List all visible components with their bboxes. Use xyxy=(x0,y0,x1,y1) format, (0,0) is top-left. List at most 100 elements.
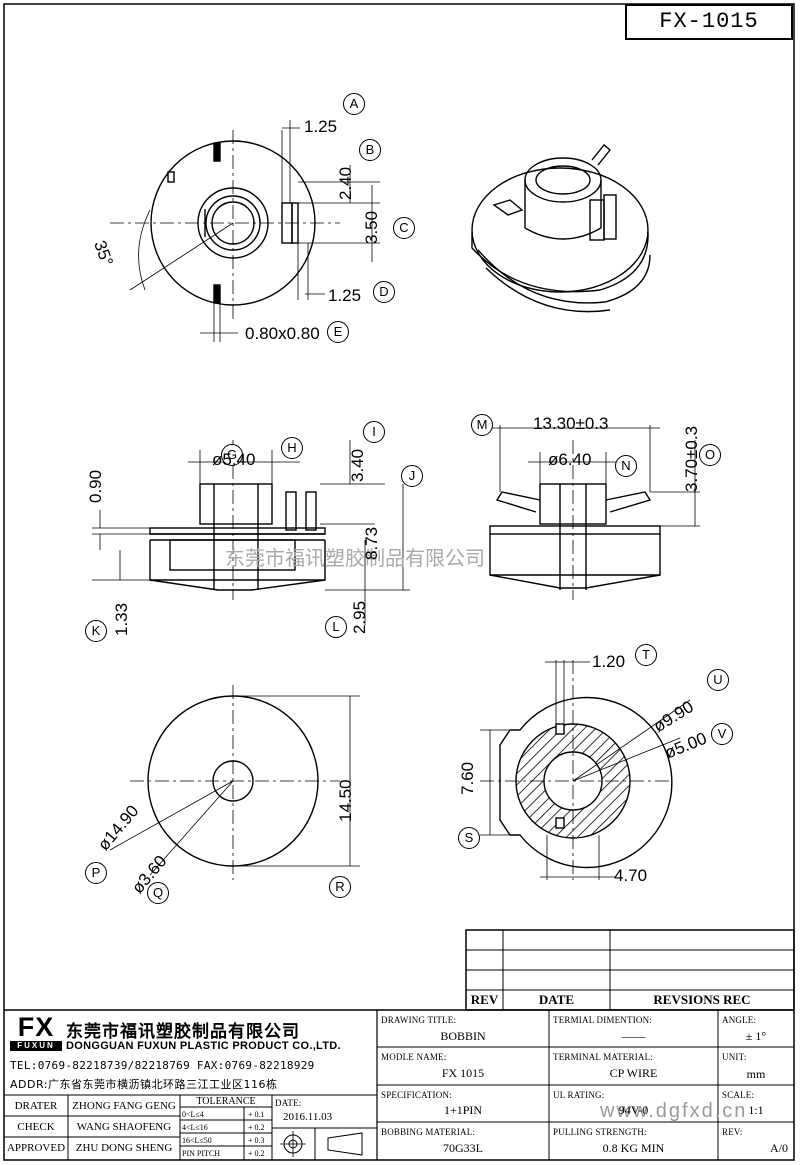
terminal-material-label: TERMINAL MATERIAL: xyxy=(553,1052,654,1062)
angle-label: ANGLE: xyxy=(722,1015,757,1025)
callout-n: N xyxy=(615,455,637,477)
company-name-en: DONGGUAN FUXUN PLASTIC PRODUCT CO.,LTD. xyxy=(66,1040,341,1052)
watermark-url: www.dgfxd.cn xyxy=(600,1100,748,1122)
pulling-strength-label: PULLING STRENGTH: xyxy=(553,1127,647,1137)
model-name-label: MODLE NAME: xyxy=(381,1052,447,1062)
callout-u: U xyxy=(707,669,729,691)
callout-c: C xyxy=(393,217,415,239)
bobbing-material-value: 70G33L xyxy=(443,1141,483,1155)
dim-1-25-bottom: 1.25 xyxy=(328,286,362,305)
callout-v: V xyxy=(711,723,733,745)
callout-d: D xyxy=(373,281,395,303)
callout-p: P xyxy=(85,862,107,884)
drawing-title-value: BOBBIN xyxy=(440,1029,486,1043)
callout-b: B xyxy=(359,139,381,161)
dim-phi-6-40: ø6.40 xyxy=(548,450,592,469)
dim-1-33: 1.33 xyxy=(112,602,131,636)
front-view xyxy=(92,440,410,625)
terminal-dimention-value: —— xyxy=(621,1029,646,1043)
company-tel: TEL:0769-82218739/82218769 FAX:0769-8221… xyxy=(10,1059,315,1072)
callout-k: K xyxy=(85,620,107,642)
date-label: DATE: xyxy=(275,1098,302,1108)
model-name-value: FX 1015 xyxy=(441,1066,485,1080)
dim-4-70: 4.70 xyxy=(614,866,648,885)
drawing-number-box: FX-1015 xyxy=(625,4,793,40)
scale-label: SCALE: xyxy=(722,1090,755,1100)
ul-rating-label: UL RATING: xyxy=(553,1090,605,1100)
tolerance-range-2: 4<L≤16 xyxy=(182,1123,208,1132)
drawing-title-label: DRAWING TITLE: xyxy=(381,1015,457,1025)
callout-g: G xyxy=(221,444,243,466)
tolerance-tol-4: + 0.2 xyxy=(248,1149,265,1158)
bobbing-material-label: BOBBING MATERIAL: xyxy=(381,1127,476,1137)
callout-i: I xyxy=(363,421,385,443)
dim-2-95: 2.95 xyxy=(350,600,369,634)
logo-text: FX xyxy=(17,1012,55,1042)
rev-label: REV: xyxy=(722,1127,743,1137)
ul-rating-value: 94V-0 xyxy=(618,1103,649,1117)
rev-header-date: DATE xyxy=(538,992,575,1007)
dim-14-50: 14.50 xyxy=(336,779,355,822)
callout-m: M xyxy=(471,414,493,436)
tolerance-range-3: 16<L≤50 xyxy=(182,1136,212,1145)
tolerance-tol-1: + 0.1 xyxy=(248,1110,265,1119)
dim-0-80: 0.80x0.80 xyxy=(245,324,320,343)
specification-label: SPECIFICATION: xyxy=(381,1090,452,1100)
watermark-company: 东莞市福讯塑胶制品有限公司 xyxy=(225,546,485,570)
side-view xyxy=(488,425,700,600)
angle-value: ± 1° xyxy=(745,1029,767,1043)
dim-8-73: 8.73 xyxy=(362,526,381,560)
tolerance-tol-2: + 0.2 xyxy=(248,1123,265,1132)
tolerance-title: TOLERANCE xyxy=(196,1096,256,1107)
company-name-cn: 东莞市福讯塑胶制品有限公司 xyxy=(66,1022,300,1042)
dim-3-70: 3.70±0.3 xyxy=(682,425,701,492)
tolerance-range-1: 0<L≤4 xyxy=(182,1110,204,1119)
dim-0-90: 0.90 xyxy=(86,469,105,503)
company-logo: FX FUXUN xyxy=(10,1014,62,1051)
signoff-role-approved: APPROVED xyxy=(6,1142,66,1154)
pulling-strength-value: 0.8 KG MIN xyxy=(602,1141,665,1155)
logo-subtext: FUXUN xyxy=(10,1041,62,1051)
callout-j: J xyxy=(401,465,423,487)
callout-q: Q xyxy=(147,882,169,904)
callout-h: H xyxy=(281,437,303,459)
date-value: 2016.11.03 xyxy=(283,1111,333,1123)
callout-a: A xyxy=(343,93,365,115)
bottom-view-left xyxy=(109,685,360,880)
signoff-role-drater: DRATER xyxy=(14,1100,58,1112)
rev-value: A/0 xyxy=(770,1141,788,1155)
signoff-name-drater: ZHONG FANG GENG xyxy=(72,1100,176,1112)
dim-phi-5-40: ø5.40 xyxy=(212,450,256,469)
dim-1-25-top: 1.25 xyxy=(304,117,338,136)
rev-header-rev: REV xyxy=(470,992,499,1007)
callout-t: T xyxy=(635,644,657,666)
dim-2-40: 2.40 xyxy=(336,166,355,200)
dim-13-30: 13.30±0.3 xyxy=(533,414,609,433)
signoff-name-approved: ZHU DONG SHENG xyxy=(75,1142,173,1154)
callout-s: S xyxy=(458,827,480,849)
tolerance-range-4: PIN PITCH xyxy=(182,1149,221,1158)
tolerance-tol-3: + 0.3 xyxy=(248,1136,265,1145)
callout-r: R xyxy=(329,876,351,898)
dim-3-50: 3.50 xyxy=(362,210,381,244)
isometric-view xyxy=(471,144,651,313)
title-block-grid xyxy=(4,929,795,1160)
callout-e: E xyxy=(327,321,349,343)
dim-3-40: 3.40 xyxy=(348,448,367,482)
signoff-role-check: CHECK xyxy=(17,1121,55,1133)
drawing-number: FX-1015 xyxy=(659,9,759,34)
terminal-dimention-label: TERMIAL DIMENTION: xyxy=(553,1015,653,1025)
scale-value: 1:1 xyxy=(748,1103,764,1117)
specification-value: 1+1PIN xyxy=(443,1103,483,1117)
top-view xyxy=(110,120,380,342)
callout-o: O xyxy=(699,444,721,466)
signoff-name-check: WANG SHAOFENG xyxy=(76,1121,172,1133)
dim-1-20: 1.20 xyxy=(592,652,626,671)
callout-l: L xyxy=(325,616,347,638)
bottom-view-right xyxy=(480,660,691,880)
rev-header-revisions: REVSIONS REC xyxy=(653,992,751,1007)
unit-value: mm xyxy=(746,1067,766,1081)
sheet-border xyxy=(3,3,795,1161)
